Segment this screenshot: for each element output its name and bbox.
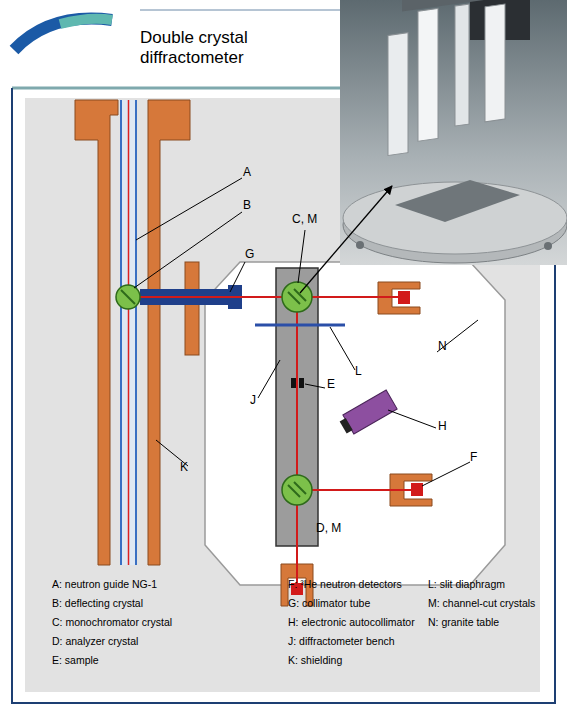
key-entry: G: collimator tube xyxy=(288,597,370,609)
granite-table xyxy=(205,262,505,585)
photo-inset xyxy=(340,0,567,265)
slit-diaphragm xyxy=(255,324,345,327)
callout-letter: H xyxy=(438,420,447,434)
sample xyxy=(299,378,304,388)
pointer-arrow xyxy=(300,186,392,293)
key-entry: F: ³He neutron detectors xyxy=(288,578,402,590)
key-entry: A: neutron guide NG-1 xyxy=(52,578,157,590)
neutron-guide xyxy=(135,100,137,565)
callout-letter: N xyxy=(438,340,447,354)
key-entry: H: electronic autocollimator xyxy=(288,616,415,628)
neutron-guide xyxy=(121,100,136,565)
logo-arc xyxy=(14,19,112,50)
header-rule xyxy=(140,10,340,11)
header-rule xyxy=(12,87,340,90)
crystal xyxy=(116,282,312,505)
logo-arc xyxy=(60,19,112,24)
diffractometer-bench xyxy=(276,268,318,546)
autocollimator xyxy=(338,390,397,437)
key-entry: E: sample xyxy=(52,654,99,666)
key-entry: K: shielding xyxy=(288,654,342,666)
callout-letter: E xyxy=(327,378,335,392)
key-entry: M: channel-cut crystals xyxy=(428,597,535,609)
diagram-title: Double crystal diffractometer xyxy=(140,28,270,69)
sample xyxy=(291,378,296,388)
callout-letter: K xyxy=(180,461,188,475)
callout-letter: C, M xyxy=(292,213,317,227)
neutron-beam xyxy=(128,100,130,565)
shielding xyxy=(75,100,199,565)
key-entry: J: diffractometer bench xyxy=(288,635,395,647)
callout-letter: B xyxy=(243,199,251,213)
diagram-panel xyxy=(25,98,540,692)
key-entry: N: granite table xyxy=(428,616,499,628)
callout-letter: F xyxy=(470,451,477,465)
key-entry: B: deflecting crystal xyxy=(52,597,143,609)
callout-letter: J xyxy=(250,394,256,408)
callout-letter: D, M xyxy=(316,522,341,536)
key-entry: C: monochromator crystal xyxy=(52,616,172,628)
neutron-guide xyxy=(120,100,122,565)
callout-letter: L xyxy=(355,365,362,379)
callout-letter: A xyxy=(243,166,251,180)
neutron-beam xyxy=(128,297,414,585)
callout-letter: G xyxy=(245,248,254,262)
detector xyxy=(281,282,432,606)
key-entry: D: analyzer crystal xyxy=(52,635,138,647)
key-entry: L: slit diaphragm xyxy=(428,578,505,590)
